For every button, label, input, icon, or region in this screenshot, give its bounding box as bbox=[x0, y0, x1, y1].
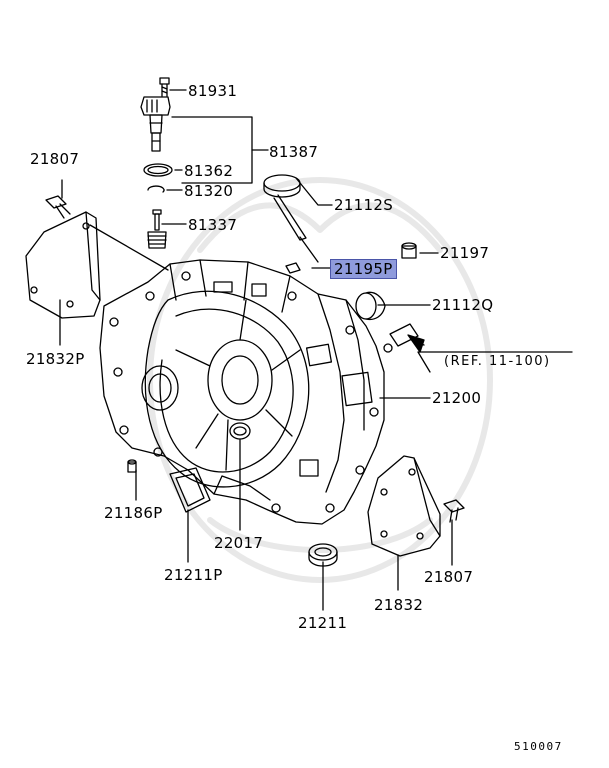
label-21112q: 21112Q bbox=[432, 296, 494, 314]
grommet-21211-icon bbox=[308, 543, 338, 567]
label-21200: 21200 bbox=[432, 389, 482, 407]
bolt-21807-left-icon bbox=[45, 195, 71, 219]
label-21807-left: 21807 bbox=[30, 150, 80, 168]
bolt-81931-icon bbox=[159, 77, 170, 97]
label-22017: 22017 bbox=[214, 534, 264, 552]
diagram-code: 510007 bbox=[514, 740, 563, 753]
bracket-21832p-icon bbox=[25, 211, 101, 319]
dowel-pin-21186p-icon bbox=[127, 459, 137, 473]
label-81362: 81362 bbox=[184, 162, 234, 180]
label-21211: 21211 bbox=[298, 614, 348, 632]
label-21832: 21832 bbox=[374, 596, 424, 614]
cap-21112q-icon bbox=[355, 291, 386, 321]
oil-level-gauge-21112s-icon bbox=[263, 174, 307, 241]
reference-label: (REF. 11-100) bbox=[444, 354, 551, 369]
bolt-21807-right-icon bbox=[443, 499, 465, 523]
label-21112s: 21112S bbox=[334, 196, 394, 214]
label-81337: 81337 bbox=[188, 216, 238, 234]
plug-21195p-icon bbox=[285, 262, 301, 274]
bracket-21832-icon bbox=[367, 455, 441, 557]
clip-81320-icon bbox=[147, 185, 165, 193]
o-ring-81362-icon bbox=[143, 163, 173, 177]
label-21807-right: 21807 bbox=[424, 568, 474, 586]
label-81320: 81320 bbox=[184, 182, 234, 200]
label-21211p: 21211P bbox=[164, 566, 223, 584]
plug-21197-icon bbox=[401, 242, 417, 259]
watermark-emblem bbox=[147, 177, 493, 583]
driven-gear-81337-icon bbox=[147, 209, 167, 249]
oil-seal-22017-icon bbox=[229, 422, 251, 440]
leader-lines bbox=[59, 89, 453, 611]
label-21197: 21197 bbox=[440, 244, 490, 262]
speed-sensor-icon bbox=[140, 96, 171, 152]
label-21832p: 21832P bbox=[26, 350, 85, 368]
breather-hose-icon bbox=[383, 323, 419, 353]
transmission-case-icon bbox=[99, 259, 385, 525]
label-21186p: 21186P bbox=[104, 504, 163, 522]
label-21195p-highlighted: 21195P bbox=[330, 259, 397, 279]
cover-21211p-icon bbox=[169, 467, 211, 513]
label-81931: 81931 bbox=[188, 82, 238, 100]
label-81387: 81387 bbox=[269, 143, 319, 161]
